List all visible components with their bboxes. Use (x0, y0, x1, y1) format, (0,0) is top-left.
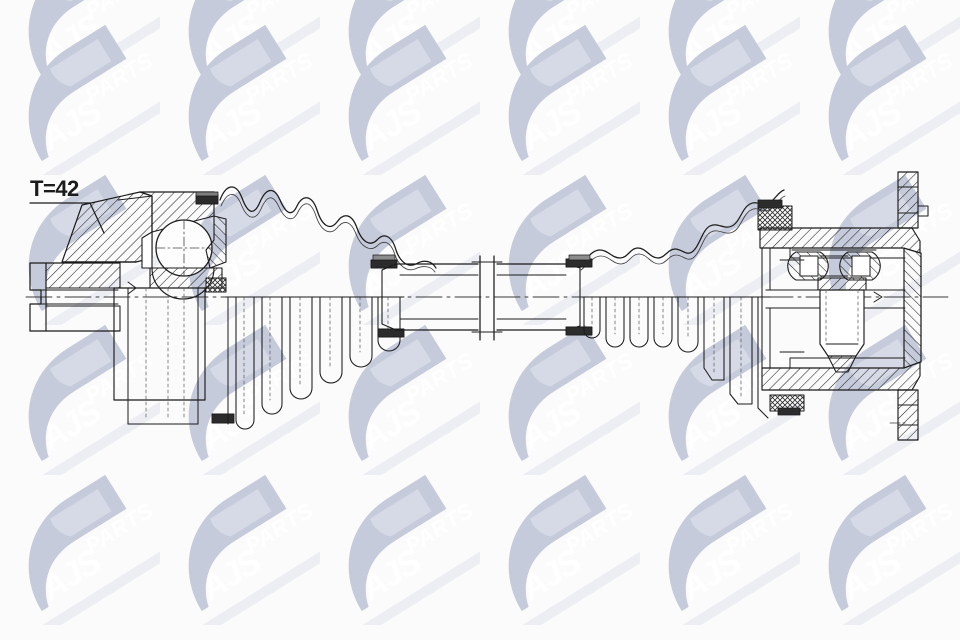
spline-tooth-count-label: T=42 (30, 176, 79, 201)
spline-tooth-count-leader (29, 202, 105, 234)
